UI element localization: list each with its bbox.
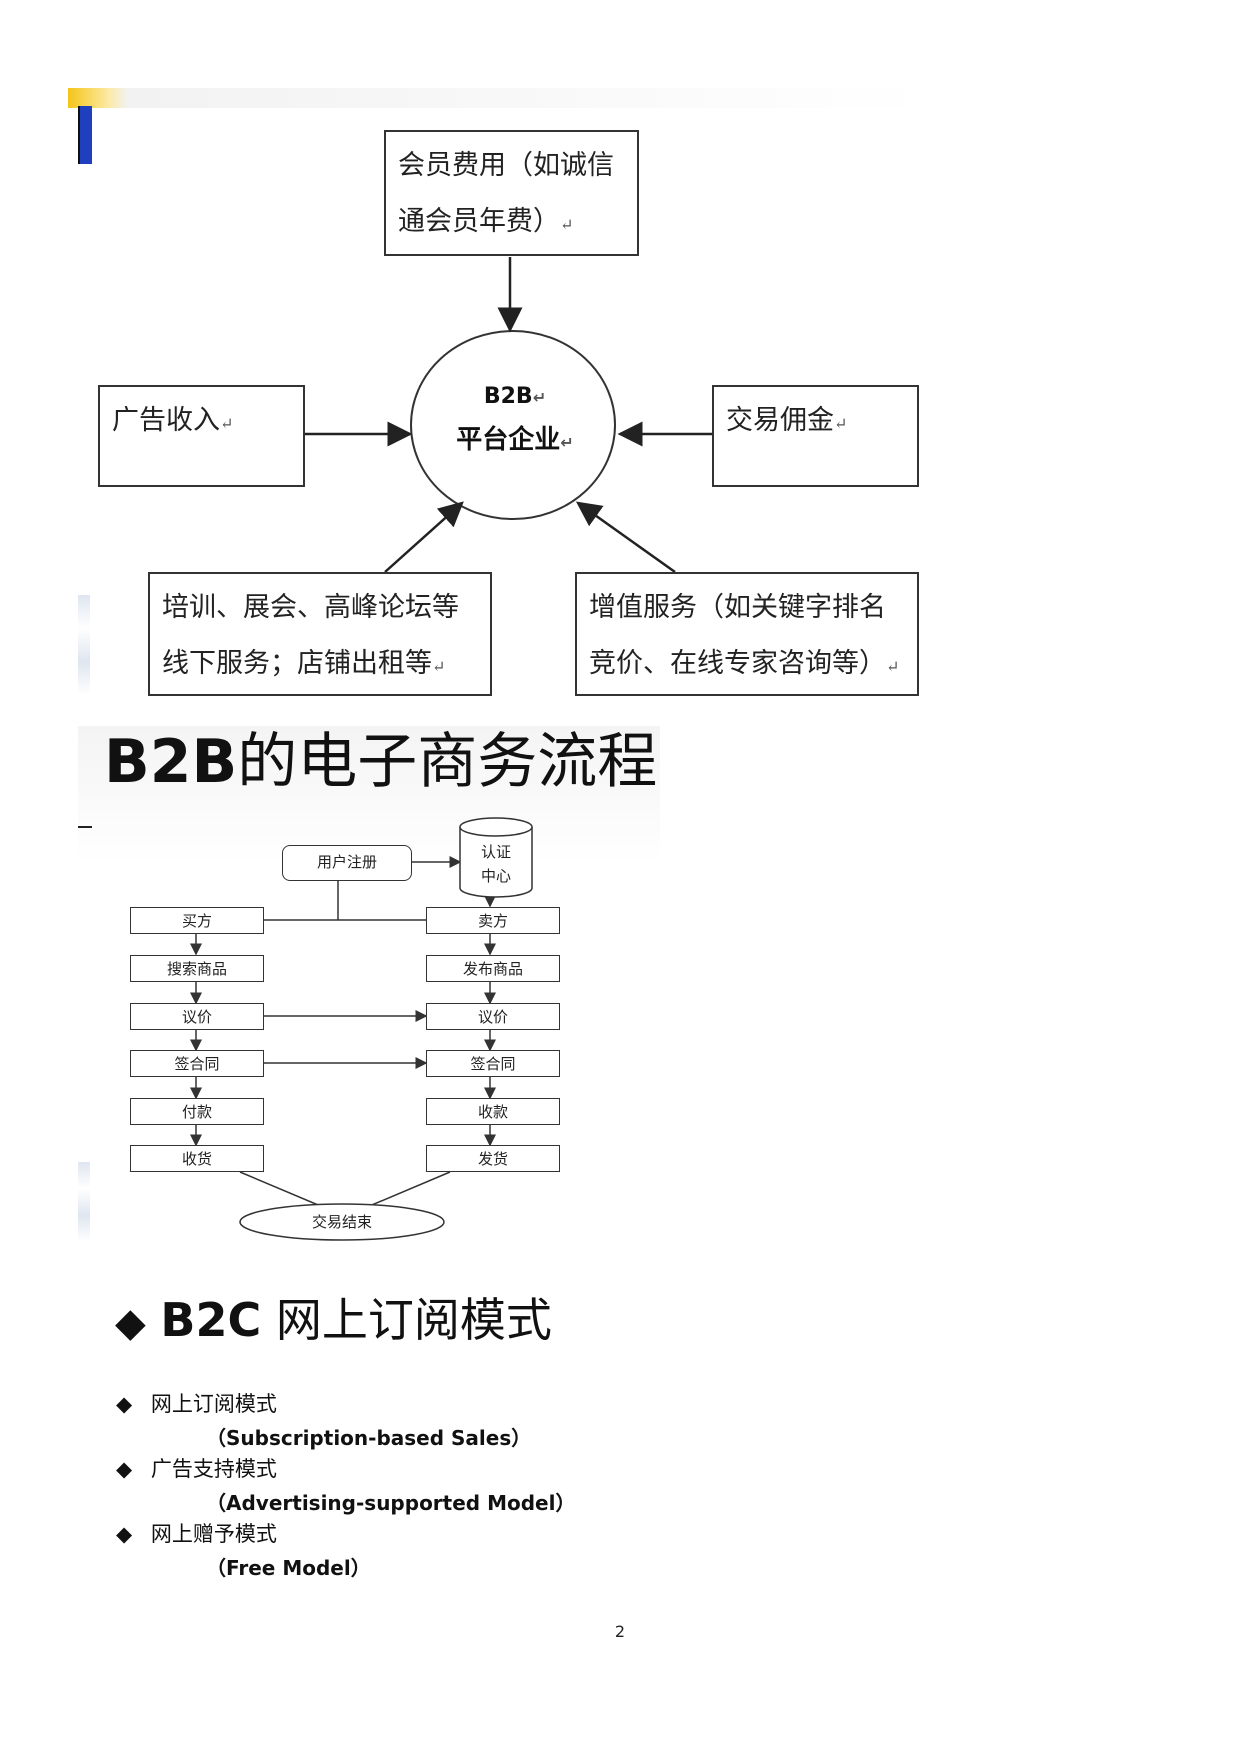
value-added-line1: 增值服务（如关键字排名: [589, 592, 886, 623]
seller-step-0: 卖方: [426, 907, 560, 934]
offline-services-box: 培训、展会、高峰论坛等 线下服务；店铺出租等↵: [148, 572, 492, 696]
seller-step-5: 发货: [426, 1145, 560, 1172]
flow-title-dash: [78, 826, 92, 828]
register-node: 用户注册: [282, 845, 412, 881]
seller-step-4: 收款: [426, 1098, 560, 1125]
buyer-step-2: 议价: [130, 1003, 264, 1030]
end-node-label: 交易结束: [311, 1213, 372, 1231]
flowchart-lines: [190, 817, 533, 1241]
b2c-heading: ◆ B2C 网上订阅模式: [115, 1290, 552, 1353]
b2c-item-1: ◆ 网上订阅模式: [116, 1388, 277, 1418]
b2c-item-1-title: 网上订阅模式: [150, 1392, 277, 1416]
b2c-item-2-sub: （Advertising-supported Model）: [206, 1491, 576, 1515]
b2c-heading-prefix: B2C: [160, 1293, 262, 1347]
b2c-item-3: ◆ 网上赠予模式: [116, 1518, 277, 1548]
side-tick-1: [78, 595, 90, 695]
offline-services-line2: 线下服务；店铺出租等: [162, 648, 432, 679]
membership-fee-line2: 通会员年费）: [398, 206, 560, 237]
membership-fee-box: 会员费用（如诚信 通会员年费）↵: [384, 130, 639, 256]
buyer-step-5: 收货: [130, 1145, 264, 1172]
value-added-services-box: 增值服务（如关键字排名 竞价、在线专家咨询等）↵: [575, 572, 919, 696]
buyer-step-0: 买方: [130, 907, 264, 934]
end-ellipse: [239, 1203, 445, 1241]
seller-step-2: 议价: [426, 1003, 560, 1030]
buyer-step-3: 签合同: [130, 1050, 264, 1077]
b2c-item-2-bullet: ◆: [116, 1457, 133, 1481]
slide-accent-bar: [68, 88, 928, 108]
commission-box: 交易佣金↵: [712, 385, 919, 487]
b2c-item-3-title: 网上赠予模式: [150, 1522, 277, 1546]
commission-label: 交易佣金: [726, 405, 834, 436]
b2c-item-2: ◆ 广告支持模式: [116, 1453, 277, 1483]
revenue-diagram-arrows: [305, 257, 712, 574]
b2c-item-1-bullet: ◆: [116, 1392, 133, 1416]
seller-step-1: 发布商品: [426, 955, 560, 982]
center-label-line1: B2B: [483, 384, 533, 409]
offline-services-line1: 培训、展会、高峰论坛等: [162, 592, 459, 623]
b2c-item-2-title: 广告支持模式: [150, 1457, 277, 1481]
center-label: B2B↵ 平台企业↵: [456, 384, 574, 455]
flow-title-prefix: B2B: [104, 727, 238, 797]
buyer-step-1: 搜索商品: [130, 955, 264, 982]
value-added-line2: 竞价、在线专家咨询等）: [589, 648, 886, 679]
ad-revenue-box: 广告收入↵: [98, 385, 305, 487]
b2c-heading-bullet: ◆: [115, 1300, 146, 1346]
buyer-step-4: 付款: [130, 1098, 264, 1125]
flow-title-band: [78, 726, 660, 866]
auth-center-line1: 认证: [480, 843, 511, 861]
auth-center-line2: 中心: [480, 867, 511, 885]
membership-fee-line1: 会员费用（如诚信: [398, 150, 614, 181]
slide-accent-blue: [78, 106, 92, 164]
flow-title-suffix: 的电子商务流程: [237, 727, 658, 797]
seller-step-3: 签合同: [426, 1050, 560, 1077]
arrow-bottom-right: [575, 501, 676, 574]
b2c-heading-text: 网上订阅模式: [275, 1293, 552, 1347]
auth-center-cylinder: [459, 827, 533, 898]
center-label-line2: 平台企业: [456, 425, 561, 455]
ad-revenue-label: 广告收入: [112, 405, 220, 436]
b2c-item-1-sub: （Subscription-based Sales）: [206, 1426, 532, 1450]
auth-center-label: 认证 中心: [460, 840, 532, 888]
b2c-item-3-sub: （Free Model）: [206, 1556, 371, 1580]
arrow-bottom-left: [384, 501, 464, 573]
flow-title: B2B的电子商务流程: [104, 722, 657, 802]
page-number: 2: [614, 1622, 626, 1641]
side-tick-2: [78, 1162, 90, 1242]
b2c-item-3-bullet: ◆: [116, 1522, 133, 1546]
